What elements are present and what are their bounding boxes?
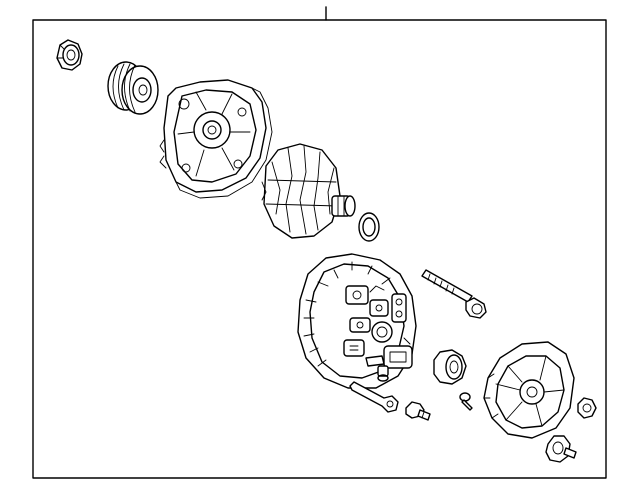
o-ring — [358, 212, 380, 242]
terminal-screw — [459, 392, 473, 411]
terminal-bracket — [349, 381, 399, 413]
rotor — [261, 143, 356, 239]
terminal-stud — [545, 435, 577, 463]
pulley-cap — [56, 39, 83, 71]
rear-end-cover — [483, 341, 575, 439]
drive-end-frame — [159, 79, 273, 199]
small-bolt — [405, 401, 431, 421]
drive-pulley — [107, 61, 159, 115]
stator-rectifier-assembly — [297, 253, 417, 389]
diagram-frame — [32, 19, 607, 479]
bushing — [433, 349, 467, 385]
cover-nut — [577, 397, 597, 419]
through-bolt — [421, 269, 487, 319]
